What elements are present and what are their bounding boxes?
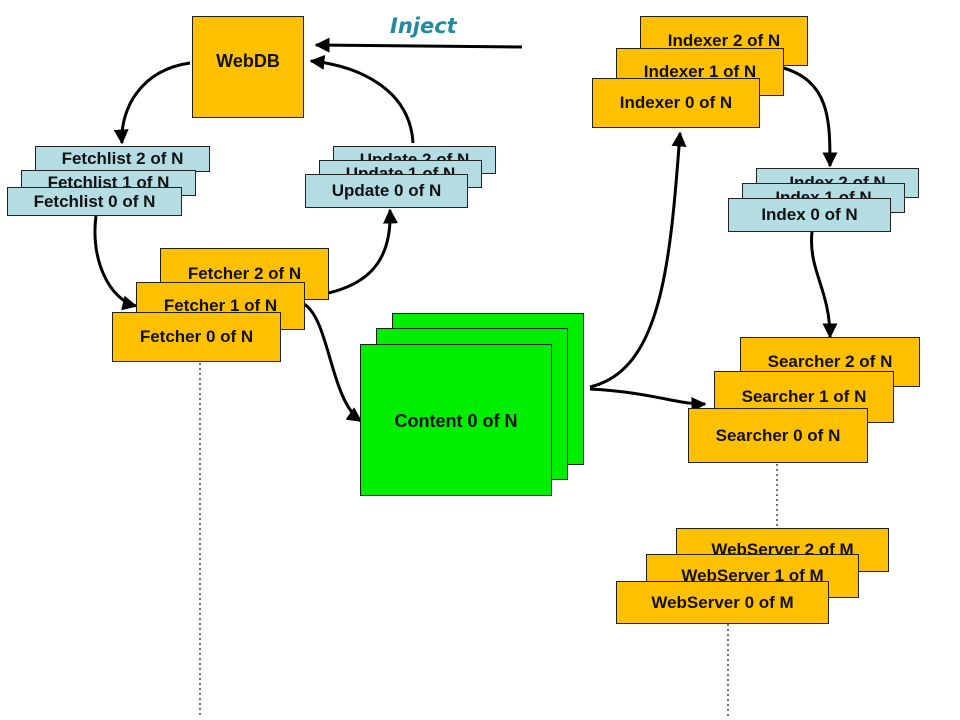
searcher-0-box: Searcher 0 of N: [688, 408, 868, 463]
inject-label: Inject: [390, 14, 457, 38]
content-0-box: Content 0 of N: [360, 344, 552, 496]
update-0-box: Update 0 of N: [305, 174, 468, 208]
inject-arrow: [314, 37, 523, 53]
indexer-0-box: Indexer 0 of N: [592, 78, 760, 128]
index-0-box: Index 0 of N: [728, 198, 891, 232]
fetchlist-2-box: Fetchlist 2 of N: [35, 146, 210, 172]
fetchlist-to-fetcher-arrow: [93, 215, 138, 311]
content-to-searcher-arrow: [589, 387, 707, 413]
webdb-box: WebDB: [192, 16, 304, 118]
content-to-indexer-arrow: [589, 131, 687, 389]
indexer-to-index-arrow: [779, 65, 838, 168]
webdb-to-fetchlist-arrow: [113, 61, 191, 145]
fetcher-0-box: Fetcher 0 of N: [112, 312, 281, 362]
fetcher-to-content-arrow: [303, 302, 363, 423]
update-to-webdb-arrow: [309, 54, 415, 144]
index-to-searcher-arrow: [810, 231, 838, 339]
webserver-0-box: WebServer 0 of M: [616, 581, 829, 624]
fetchlist-0-box: Fetchlist 0 of N: [7, 187, 182, 216]
